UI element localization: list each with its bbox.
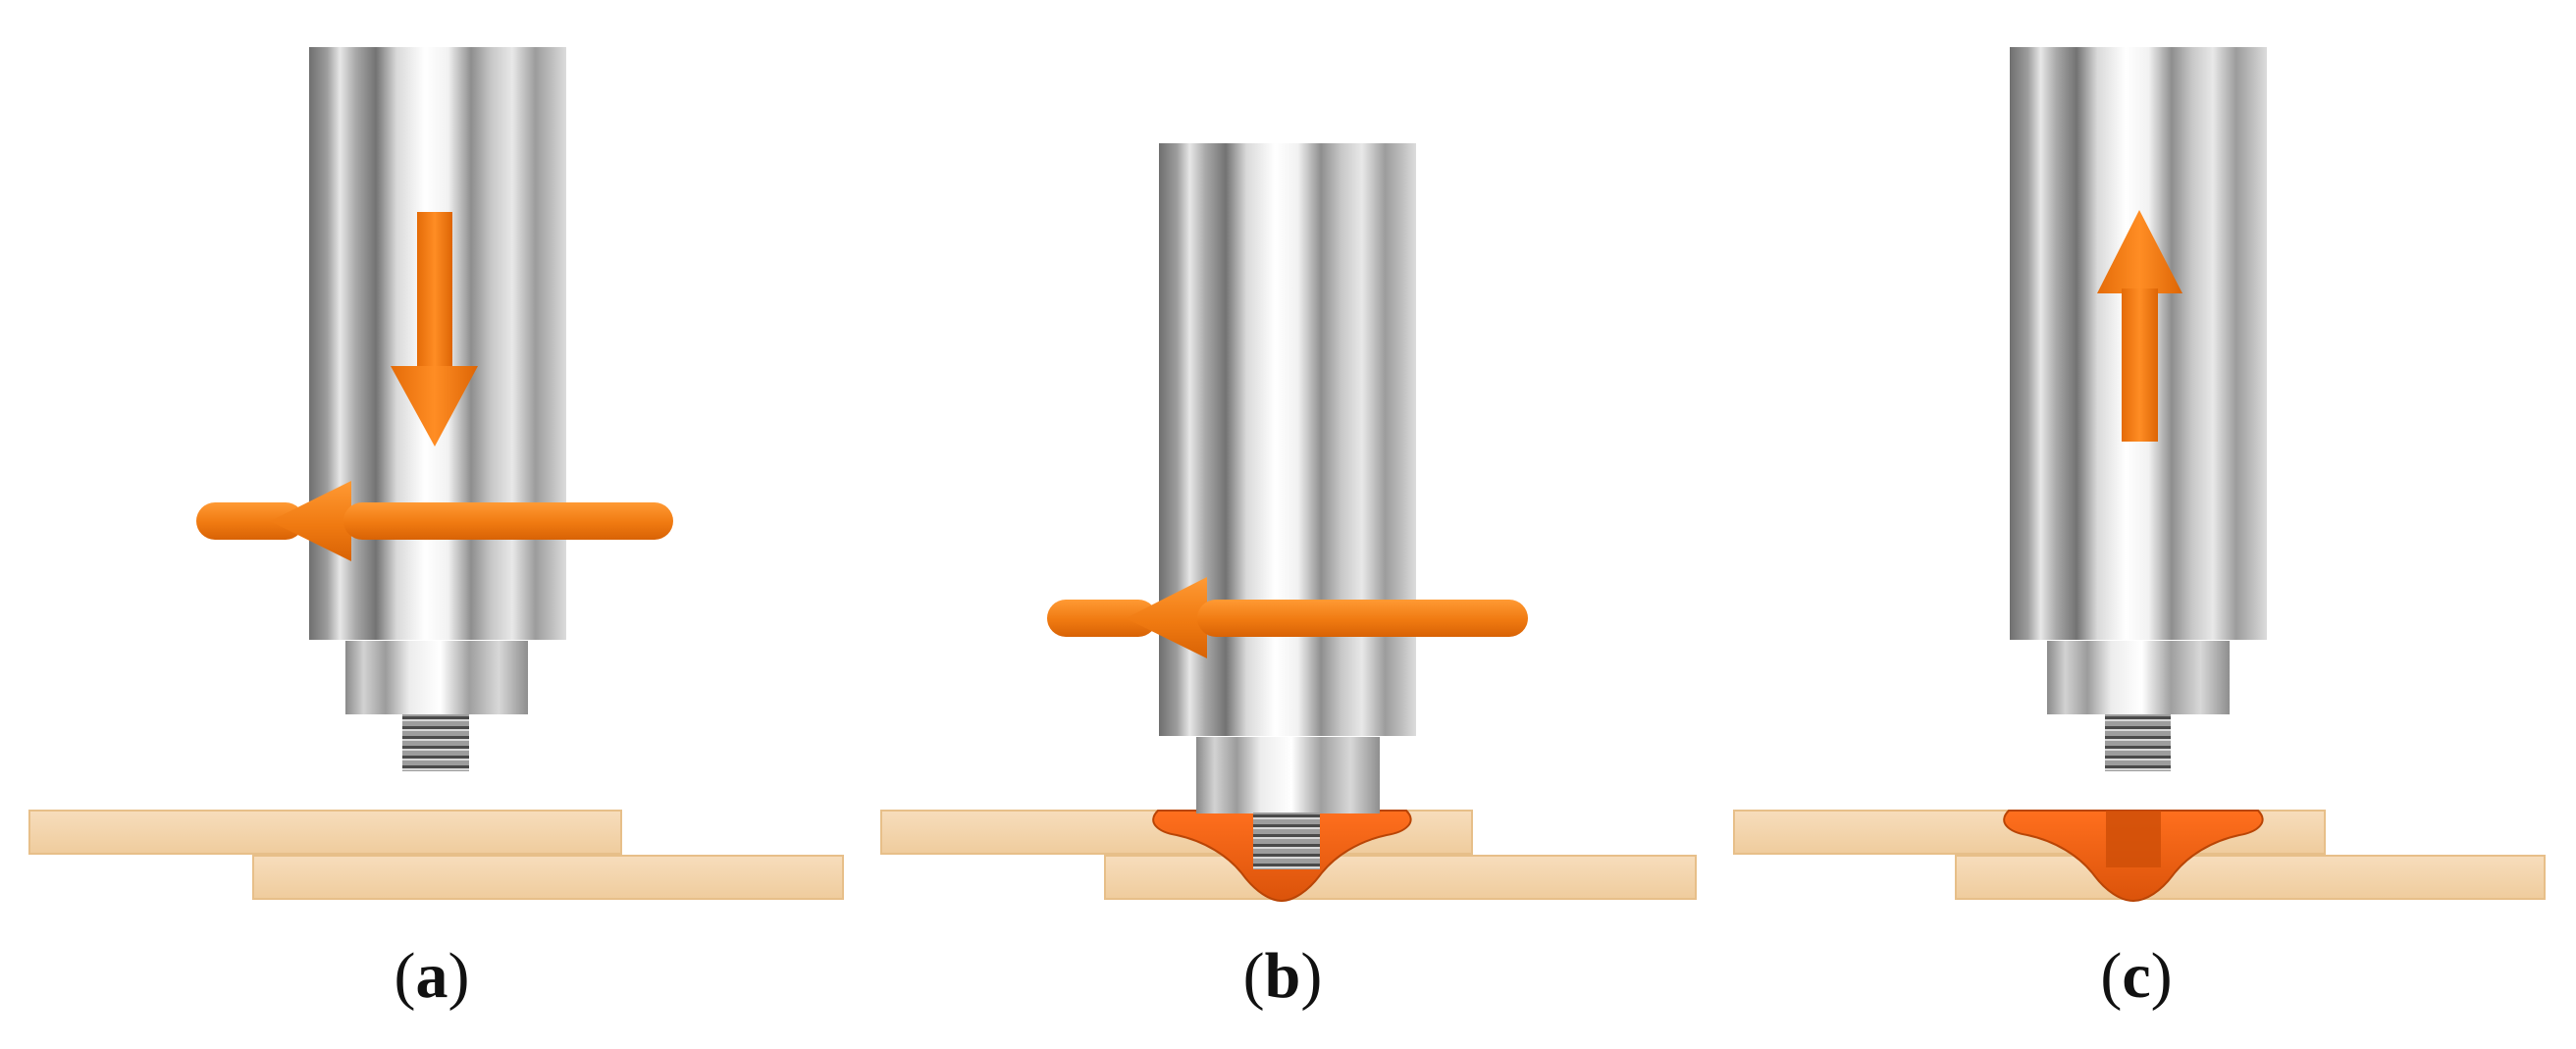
- tool-shoulder-a: [345, 641, 528, 714]
- panel-label-a: (a): [394, 940, 470, 1012]
- tool-a: [309, 47, 566, 771]
- tool-b: [1159, 143, 1416, 869]
- lower-sheet-c: [1955, 855, 2546, 900]
- tool-pin-b: [1253, 813, 1320, 869]
- tool-pin-c: [2105, 714, 2171, 771]
- arrows-b: [1047, 577, 1528, 658]
- tool-shoulder-c: [2047, 641, 2230, 714]
- rotation-tail-a: [196, 502, 304, 540]
- workpiece-sheets-b: [880, 810, 1697, 900]
- upper-sheet-a: [28, 810, 622, 855]
- down-arrow-a: [391, 212, 478, 446]
- retracted-hole-c: [2106, 811, 2161, 867]
- lower-sheet-b: [1104, 855, 1697, 900]
- panel-label-c: (c): [2100, 940, 2172, 1012]
- tool-pin-a: [402, 714, 469, 771]
- rotation-tail-b: [1047, 600, 1157, 637]
- workpiece-sheets-a: [28, 810, 844, 900]
- up-arrow-c: [2097, 210, 2182, 442]
- panel-a: (a): [28, 47, 844, 1012]
- tool-shoulder-b: [1196, 737, 1380, 813]
- panel-label-b: (b): [1243, 940, 1323, 1012]
- rotation-arrow-a: [270, 481, 673, 561]
- arrows-a: [196, 212, 673, 561]
- panel-c: (c): [1733, 47, 2546, 1012]
- arrows-c: [2097, 210, 2182, 442]
- rotation-arrow-b: [1126, 577, 1528, 658]
- panel-b: (b): [880, 143, 1697, 1012]
- lower-sheet-a: [252, 855, 844, 900]
